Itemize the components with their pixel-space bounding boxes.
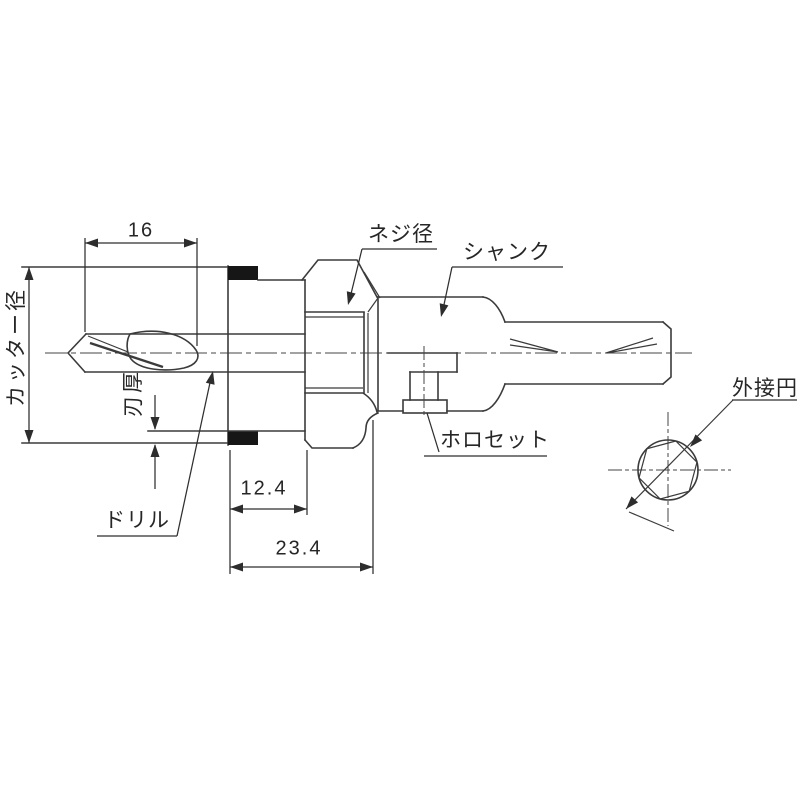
- dim-text-23-4: 23.4: [275, 537, 323, 560]
- label-cutter-diameter: カッター径: [5, 287, 28, 407]
- leader-thread-diameter: [346, 248, 437, 305]
- label-set-screw: ホロセット: [440, 429, 550, 452]
- shank-body: [377, 296, 672, 412]
- dimension-23-4: [230, 420, 374, 574]
- leader-shank: [439, 266, 563, 317]
- threaded-neck: [304, 297, 379, 413]
- carbide-tooth-top: [228, 266, 258, 280]
- dimension-blade-thickness: [150, 395, 160, 489]
- dim-text-12-4: 12.4: [240, 477, 288, 500]
- dimension-cutter-diameter: [24, 267, 34, 443]
- label-drill: ドリル: [104, 509, 170, 532]
- leader-set-screw: [424, 412, 547, 457]
- label-blade-thickness: 刃厚: [122, 369, 145, 417]
- carbide-tooth-bottom: [228, 431, 258, 445]
- hex-flange: [300, 259, 381, 299]
- dimension-16: [84, 238, 198, 346]
- set-screw: [387, 346, 458, 418]
- label-circumscribed-circle: 外接円: [732, 377, 798, 400]
- dim-text-16: 16: [127, 219, 155, 242]
- cutter-cup: [21, 265, 380, 450]
- dimension-12-4: [229, 450, 308, 574]
- label-shank: シャンク: [463, 241, 551, 264]
- drill-bit: [66, 330, 306, 374]
- circumscribed-circle-detail: [608, 399, 734, 532]
- leader-drill: [97, 371, 215, 537]
- label-thread-diameter: ネジ径: [368, 223, 434, 246]
